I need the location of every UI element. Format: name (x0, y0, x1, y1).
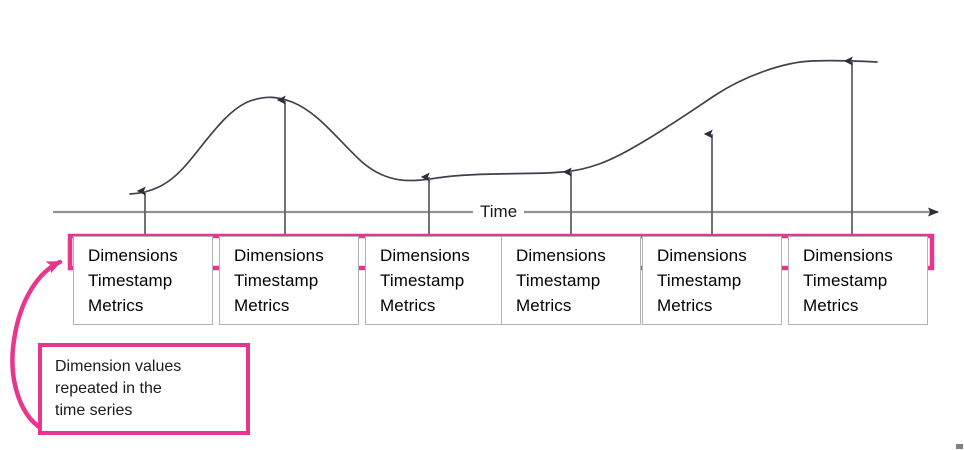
corner-artifact (956, 444, 963, 449)
record-metrics-label: Metrics (803, 296, 859, 315)
callout-note: Dimension values repeated in the time se… (38, 343, 250, 435)
record-metrics-label: Metrics (516, 296, 572, 315)
record-metrics-label: Metrics (657, 296, 713, 315)
record-dimensions-label: Dimensions (657, 246, 747, 265)
record-timestamp-label: Timestamp (380, 271, 465, 290)
record-box[interactable]: Dimensions Timestamp Metrics (73, 236, 213, 325)
record-timestamp-label: Timestamp (88, 271, 173, 290)
record-metrics-label: Metrics (88, 296, 144, 315)
record-timestamp-label: Timestamp (657, 271, 742, 290)
time-axis-label: Time (473, 200, 525, 224)
record-box[interactable]: Dimensions Timestamp Metrics (365, 236, 505, 325)
record-metrics-label: Metrics (380, 296, 436, 315)
callout-line-3: time series (55, 402, 133, 419)
record-dimensions-label: Dimensions (88, 246, 178, 265)
record-dimensions-label: Dimensions (380, 246, 470, 265)
callout-connector-arrow (10, 259, 63, 435)
record-box[interactable]: Dimensions Timestamp Metrics (642, 236, 782, 325)
record-box[interactable]: Dimensions Timestamp Metrics (219, 236, 359, 325)
record-box[interactable]: Dimensions Timestamp Metrics (501, 236, 641, 325)
record-box[interactable]: Dimensions Timestamp Metrics (788, 236, 928, 325)
metric-curve (129, 59, 878, 195)
record-dimensions-label: Dimensions (516, 246, 606, 265)
record-dimensions-label: Dimensions (234, 246, 324, 265)
callout-line-2: repeated in the (55, 380, 162, 397)
record-timestamp-label: Timestamp (803, 271, 888, 290)
record-dimensions-label: Dimensions (803, 246, 893, 265)
record-timestamp-label: Timestamp (234, 271, 319, 290)
record-timestamp-label: Timestamp (516, 271, 601, 290)
record-metrics-label: Metrics (234, 296, 290, 315)
callout-line-1: Dimension values (55, 358, 182, 375)
